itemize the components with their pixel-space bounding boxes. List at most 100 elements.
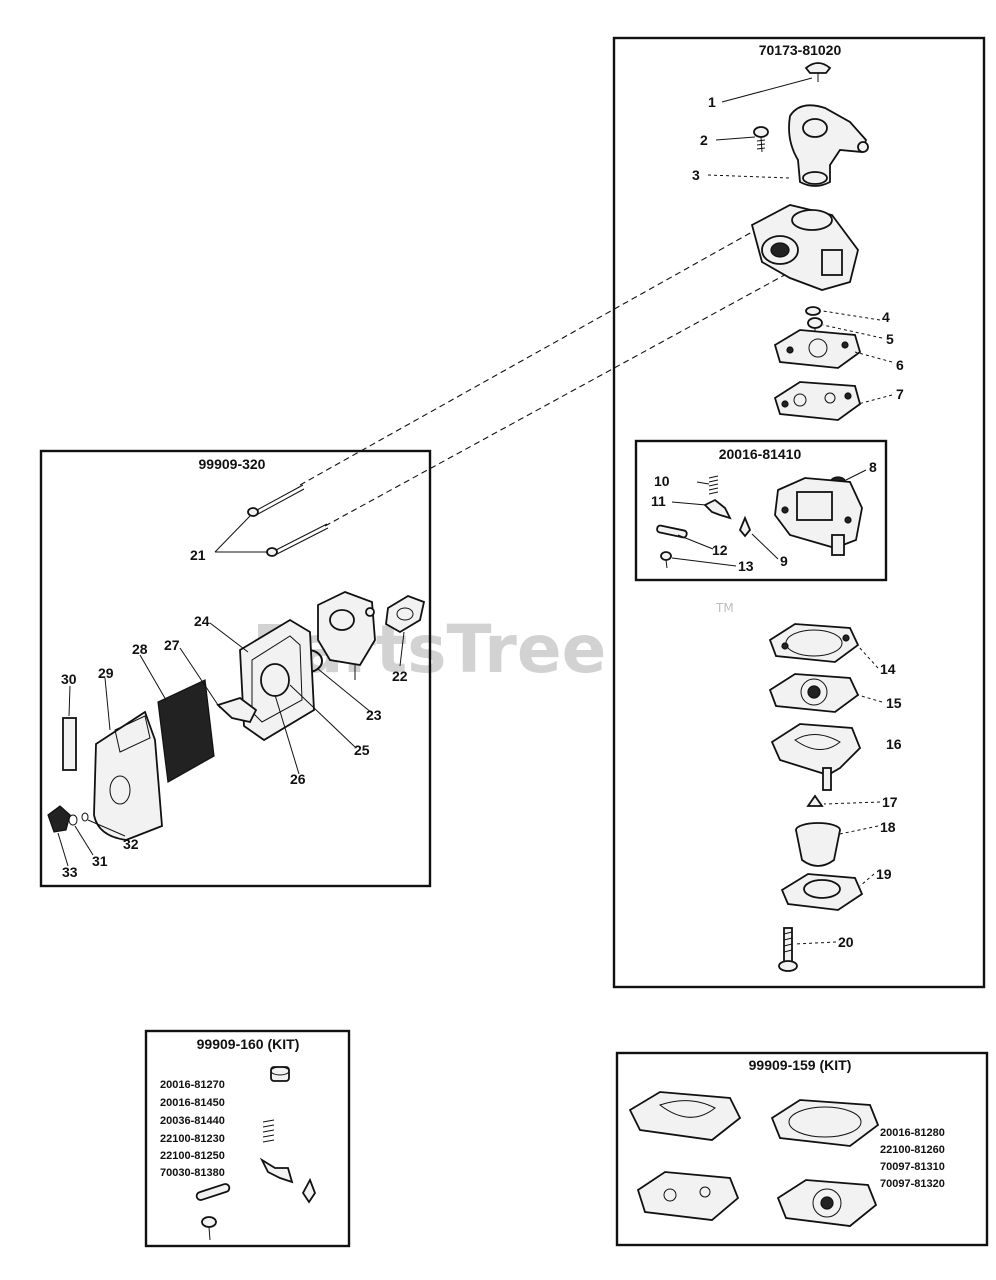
main-kit-number: 70173-81020 <box>759 42 842 58</box>
part-33-knob <box>47 805 71 833</box>
part-9-needle <box>738 515 752 538</box>
callout-6: 6 <box>896 357 904 373</box>
kit160-part-number: 70030-81380 <box>160 1167 225 1179</box>
kit159-part-number: 20016-81280 <box>880 1127 945 1139</box>
part-13-screw <box>660 551 672 569</box>
kit159-box <box>615 1051 989 1247</box>
callout-15: 15 <box>886 695 902 711</box>
kit160-part-number: 22100-81230 <box>160 1133 225 1145</box>
callout-28: 28 <box>132 641 148 657</box>
kit159-gasket-c <box>636 1171 740 1221</box>
part-2-screw <box>753 126 769 153</box>
callout-19: 19 <box>876 866 892 882</box>
part-12-pin <box>656 524 688 539</box>
kit160-screw <box>201 1216 217 1241</box>
kit160-spring <box>262 1119 275 1143</box>
kit160-part-number: 20036-81440 <box>160 1115 225 1127</box>
kit159-part-list: 20016-81280 22100-81260 70097-81310 7009… <box>880 1127 945 1190</box>
callout-25: 25 <box>354 742 370 758</box>
callout-22: 22 <box>392 668 408 684</box>
carburetor-body <box>750 204 859 291</box>
kit159-diaphragm-d <box>776 1179 878 1227</box>
callout-33: 33 <box>62 864 78 880</box>
callout-8: 8 <box>869 459 877 475</box>
kit160-nut <box>270 1066 290 1082</box>
kit160-part-number: 20016-81270 <box>160 1079 225 1091</box>
part-21-bolt-upper <box>247 484 305 517</box>
part-10-spring <box>708 475 719 495</box>
part-27-plate <box>216 697 258 724</box>
callout-18: 18 <box>880 819 896 835</box>
kit159-number: 99909-159 (KIT) <box>749 1057 852 1073</box>
callout-20: 20 <box>838 934 854 950</box>
kit159-gasket-b <box>770 1099 880 1147</box>
sub-kit-number: 20016-81410 <box>719 446 802 462</box>
callout-3: 3 <box>692 167 700 183</box>
callout-21: 21 <box>190 547 206 563</box>
callout-numbers: 1 2 3 4 5 6 7 8 9 10 11 12 13 14 15 16 1… <box>61 94 904 950</box>
part-15-diaphragm <box>768 673 860 713</box>
part-6-diaphragm <box>773 329 862 369</box>
kit160-needle <box>301 1177 317 1204</box>
part-22-gasket <box>385 595 426 634</box>
kit160-lever <box>259 1157 294 1184</box>
callout-14: 14 <box>880 661 896 677</box>
watermark-tm: TM <box>715 601 734 615</box>
sub-kit-box <box>634 439 888 582</box>
part-17-valve <box>806 794 824 807</box>
kit160-number: 99909-160 (KIT) <box>197 1036 300 1052</box>
kit160-pin <box>195 1183 231 1201</box>
callout-12: 12 <box>712 542 728 558</box>
alignment-line-upper <box>299 231 753 486</box>
part-28-filter-element <box>157 679 215 783</box>
leader-lines <box>57 77 893 945</box>
alignment-line-lower <box>324 271 791 527</box>
callout-13: 13 <box>738 558 754 574</box>
kit159-part-number: 22100-81260 <box>880 1144 945 1156</box>
callout-29: 29 <box>98 665 114 681</box>
kit160-part-number: 22100-81250 <box>160 1150 225 1162</box>
callout-24: 24 <box>194 613 210 629</box>
callout-16: 16 <box>886 736 902 752</box>
part-32-washer <box>81 812 89 822</box>
air-kit-box <box>39 449 432 888</box>
main-kit-box <box>612 36 986 989</box>
carburetor-assembly <box>317 591 376 680</box>
callout-5: 5 <box>886 331 894 347</box>
part-21-bolt-lower <box>266 523 329 557</box>
callout-23: 23 <box>366 707 382 723</box>
part-24-base-plate <box>239 618 315 742</box>
part-18-primer-bulb <box>795 822 841 867</box>
part-7-gasket <box>773 381 862 421</box>
part-29-cover <box>93 710 163 841</box>
callout-1: 1 <box>708 94 716 110</box>
part-3-lever <box>788 104 869 187</box>
kit160-box <box>144 1029 351 1248</box>
part-16-cover <box>770 723 862 791</box>
callout-32: 32 <box>123 836 139 852</box>
callout-17: 17 <box>882 794 898 810</box>
part-19-retainer <box>780 873 864 911</box>
callout-31: 31 <box>92 853 108 869</box>
kit159-part-number: 70097-81320 <box>880 1178 945 1190</box>
callout-7: 7 <box>896 386 904 402</box>
callout-9: 9 <box>780 553 788 569</box>
part-1-cap <box>804 62 832 82</box>
pump-body <box>774 477 863 556</box>
part-20-screw <box>778 927 798 972</box>
part-11-lever <box>703 498 732 520</box>
callout-26: 26 <box>290 771 306 787</box>
kit159-part-number: 70097-81310 <box>880 1161 945 1173</box>
part-14-gasket <box>768 623 860 663</box>
kit160-part-list: 20016-81270 20016-81450 20036-81440 2210… <box>160 1079 225 1179</box>
kit159-diaphragm-a <box>628 1091 742 1141</box>
part-30-label <box>62 717 77 771</box>
callout-27: 27 <box>164 637 180 653</box>
callout-11: 11 <box>651 493 666 509</box>
part-4-washer <box>805 306 821 316</box>
air-kit-number: 99909-320 <box>199 456 266 472</box>
kit160-part-number: 20016-81450 <box>160 1097 225 1109</box>
callout-10: 10 <box>654 473 670 489</box>
callout-2: 2 <box>700 132 708 148</box>
callout-30: 30 <box>61 671 77 687</box>
